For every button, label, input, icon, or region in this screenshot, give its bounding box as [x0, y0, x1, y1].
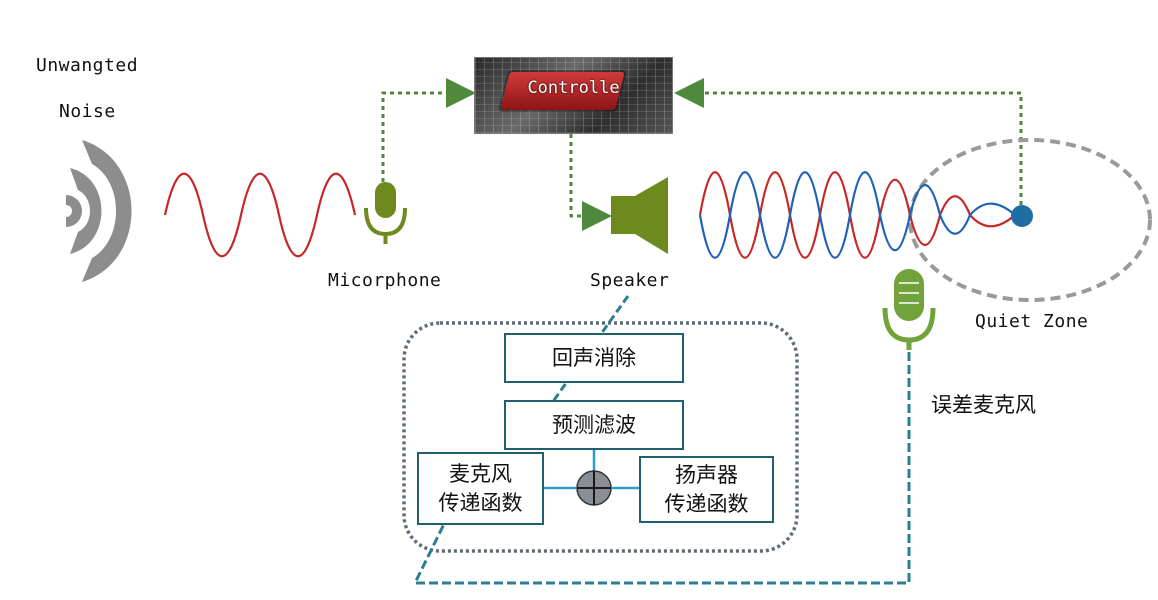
processing-container: [402, 321, 799, 553]
primary-noise-wave-red: [698, 171, 1016, 259]
quiet-zone-point: [1011, 205, 1033, 227]
quiet-zone-label: Quiet Zone: [975, 311, 1089, 332]
speaker-label: Speaker: [590, 270, 670, 291]
quietzone-to-controller-arrow: [674, 78, 1023, 205]
anti-noise-wave-blue: [698, 171, 1016, 259]
summing-junction-icon: [576, 470, 612, 506]
mic-to-controller-arrow: [381, 78, 476, 182]
error-mic-feedback-line: [412, 352, 911, 585]
echo-cancel-block: 回声消除: [504, 333, 684, 383]
sound-waves-icon: [66, 140, 132, 282]
quiet-zone-ellipse: [908, 138, 1152, 302]
microphone-icon: [364, 182, 407, 244]
speaker-transfer-block: 扬声器 传递函数: [639, 456, 774, 523]
speaker-icon: [611, 177, 668, 254]
error-mic-label: 误差麦克风: [931, 393, 1036, 417]
microphone-label: Micorphone: [328, 270, 442, 291]
mic-transfer-label: 麦克风 传递函数: [438, 461, 523, 515]
controller-chip: Controlle: [474, 57, 673, 134]
controller-to-speaker-arrow: [569, 134, 612, 231]
predict-filter-block: 预测滤波: [504, 400, 684, 450]
mic-transfer-block: 麦克风 传递函数: [417, 452, 544, 525]
error-microphone-icon: [882, 269, 936, 350]
noise-wave-red: [163, 172, 357, 258]
noise-label-line1: Unwangted: [36, 55, 139, 76]
predict-filter-label: 预测滤波: [552, 412, 636, 437]
controller-label: Controlle: [527, 78, 620, 98]
echo-cancel-label: 回声消除: [552, 345, 636, 370]
speaker-transfer-label: 扬声器 传递函数: [664, 462, 749, 516]
noise-label-line2: Noise: [59, 101, 116, 122]
